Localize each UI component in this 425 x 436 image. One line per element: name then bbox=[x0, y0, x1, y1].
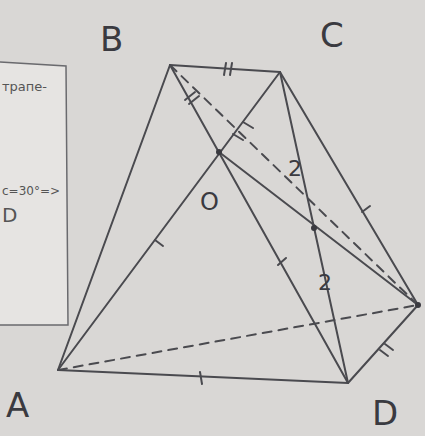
note-text: D bbox=[2, 205, 17, 225]
point-label: O bbox=[200, 190, 219, 214]
segment-number: 2 bbox=[318, 272, 332, 294]
vertex-label: B bbox=[100, 22, 123, 56]
vertex-label: D bbox=[372, 396, 398, 430]
note-text: с=30°=> bbox=[2, 185, 60, 197]
vertex-label: A bbox=[6, 388, 29, 422]
segment-number: 2 bbox=[288, 158, 302, 180]
note-text: трапе- bbox=[2, 80, 47, 93]
vertex-label: C bbox=[320, 18, 344, 52]
